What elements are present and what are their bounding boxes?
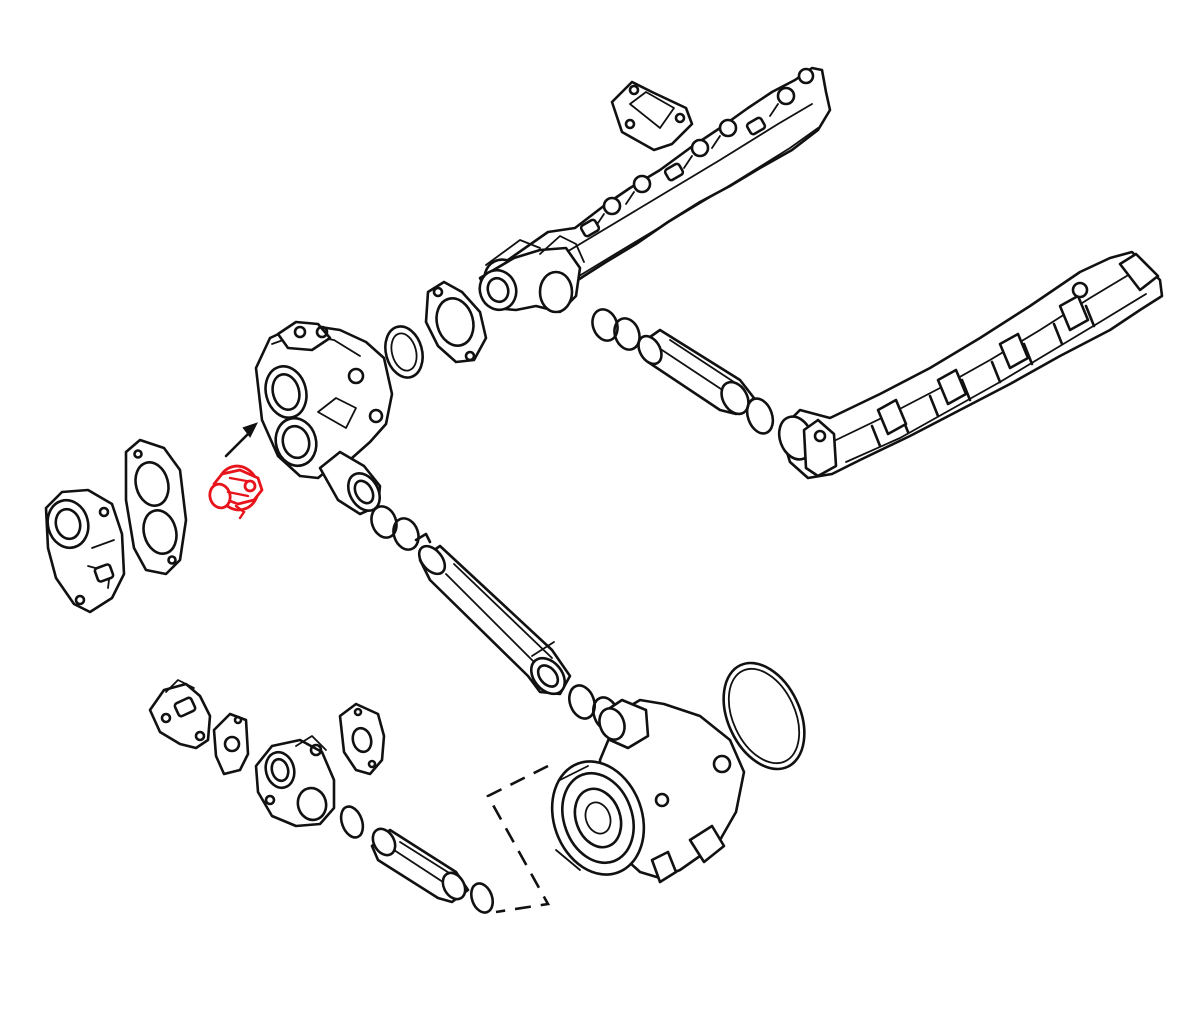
assembly-arrow xyxy=(224,422,258,458)
small-gasket xyxy=(338,702,386,776)
long-coolant-pipe xyxy=(417,544,572,696)
temperature-sender xyxy=(148,679,212,750)
thermostat-housing xyxy=(254,320,394,516)
coolant-tube xyxy=(591,308,775,435)
o-ring xyxy=(339,805,365,839)
short-coolant-tube xyxy=(370,827,495,914)
assembly-dashed-line xyxy=(486,764,551,914)
manifold-cover-plate xyxy=(610,80,694,152)
outlet-elbow xyxy=(478,235,585,314)
small-housing xyxy=(254,735,336,828)
water-pump xyxy=(550,698,746,884)
o-ring xyxy=(384,325,424,379)
flange-gasket xyxy=(424,280,488,364)
thermostat-gasket xyxy=(124,438,188,576)
pump-seal-ring xyxy=(722,661,806,771)
lower-coolant-manifold xyxy=(777,250,1164,480)
small-gasket xyxy=(212,712,250,776)
thermostat xyxy=(208,464,264,520)
o-ring xyxy=(370,505,432,551)
thermostat-cover xyxy=(44,488,126,614)
